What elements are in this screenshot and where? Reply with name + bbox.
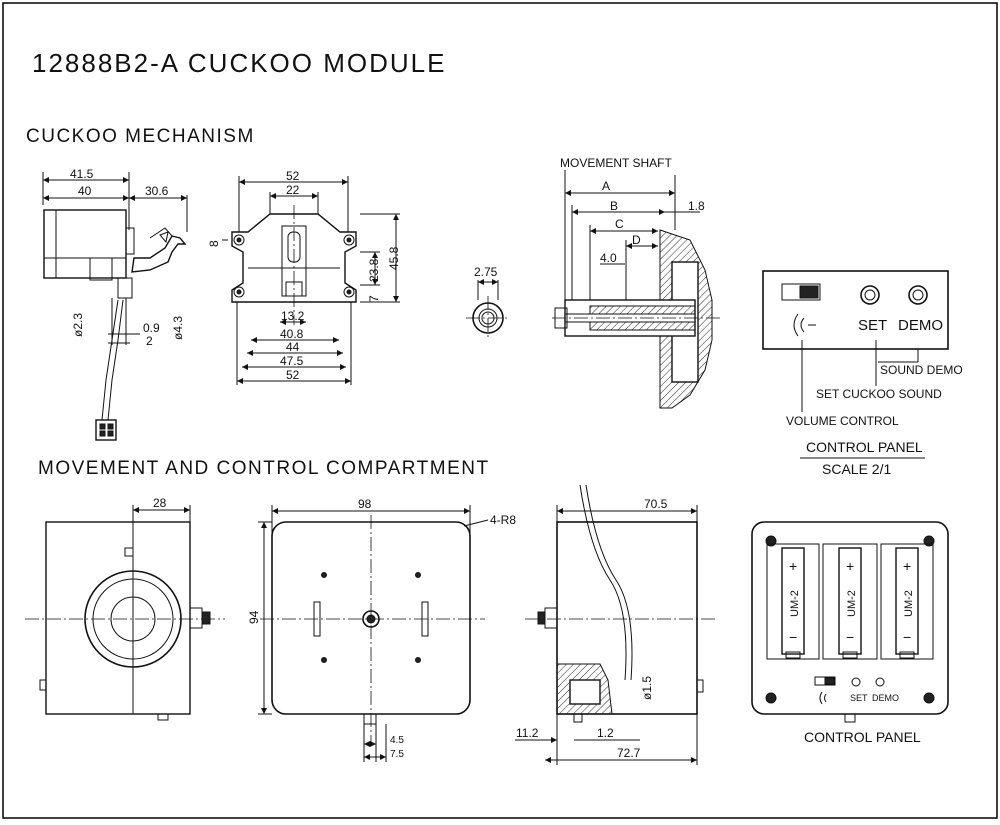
dim-70-5: 70.5 <box>644 497 668 511</box>
cp-set-label: SET <box>858 317 887 334</box>
cp-caption: CONTROL PANEL <box>806 439 923 455</box>
dim-13-2: 13.2 <box>281 309 305 323</box>
battery-caption: CONTROL PANEL <box>804 729 921 745</box>
dim-45-8: 45.8 <box>387 246 401 270</box>
cell3-plus: + <box>903 558 911 574</box>
mini-volume-slider-icon <box>814 676 836 686</box>
cell1-label: UM-2 <box>789 590 801 617</box>
label-volume-control: VOLUME CONTROL <box>786 414 899 428</box>
mini-demo-button-icon <box>875 677 885 687</box>
cell3-minus: − <box>903 629 911 645</box>
sound-waves-icon <box>793 313 799 337</box>
mini-sound-waves-icon <box>819 691 823 705</box>
mechanism-front-view: 52 22 8 23.8 45.8 7 13.2 40.8 44 4 <box>207 169 401 385</box>
dim-98: 98 <box>358 497 372 511</box>
shaft-d: D <box>632 233 641 247</box>
movement-shaft-section: MOVEMENT SHAFT A B 1.8 C D 4.0 <box>552 156 720 409</box>
control-panel-detail: SET DEMO SOUND DEMO SET CUCKOO SOUND VOL… <box>762 270 963 477</box>
dim-2: 2 <box>146 334 153 348</box>
shaft-c: C <box>615 217 624 231</box>
dim-30-6: 30.6 <box>145 184 169 198</box>
mini-demo-label: DEMO <box>872 693 899 703</box>
dim-28: 28 <box>153 496 167 510</box>
dim-72-7: 72.7 <box>617 746 641 760</box>
dim-7: 7 <box>367 295 381 302</box>
volume-slider-icon <box>781 283 821 301</box>
cell1-plus: + <box>789 558 797 574</box>
battery-compartment-view: + + + UM-2 UM-2 UM-2 − − − SET DEMO CONT… <box>751 521 949 745</box>
compartment-side-view: 28 <box>25 496 225 721</box>
dim-8: 8 <box>207 240 221 247</box>
dim-0-9: 0.9 <box>143 321 160 335</box>
cp-demo-label: DEMO <box>898 317 943 334</box>
dim-d2-3: ø2.3 <box>71 313 85 337</box>
dim-d4-3: ø4.3 <box>171 316 185 340</box>
drawing-title: 12888B2-A CUCKOO MODULE <box>32 48 446 78</box>
label-set-cuckoo: SET CUCKOO SOUND <box>816 387 942 401</box>
shaft-1-8: 1.8 <box>688 199 705 213</box>
section-title-compartment: MOVEMENT AND CONTROL COMPARTMENT <box>38 458 490 479</box>
dim-44: 44 <box>286 340 300 354</box>
demo-button-icon <box>908 285 928 305</box>
dim-40-8: 40.8 <box>280 327 304 341</box>
dim-22: 22 <box>286 183 300 197</box>
set-button-icon <box>860 285 880 305</box>
cell1-minus: − <box>789 629 797 645</box>
label-sound-demo: SOUND DEMO <box>880 363 963 377</box>
dim-41-5: 41.5 <box>70 167 94 181</box>
dim-40: 40 <box>78 184 92 198</box>
mechanism-side-view: 41.5 40 30.6 ø2.3 0.9 2 ø4.3 <box>42 167 188 441</box>
shaft-b: B <box>610 199 618 213</box>
cell2-minus: − <box>846 629 854 645</box>
dim-11-2: 11.2 <box>516 726 539 740</box>
cell3-label: UM-2 <box>903 590 915 617</box>
dim-7-5: 7.5 <box>390 749 404 760</box>
shaft-end-view: 2.75 <box>466 265 510 340</box>
shaft-label: MOVEMENT SHAFT <box>560 156 672 170</box>
dim-d1-5: ø1.5 <box>640 676 654 700</box>
shaft-4-0: 4.0 <box>600 251 617 265</box>
shaft-a: A <box>602 179 610 193</box>
dim-1-2: 1.2 <box>597 726 614 740</box>
compartment-front-view: 98 4-R8 94 4.5 7.5 <box>247 497 516 762</box>
section-title-mechanism: CUCKOO MECHANISM <box>26 126 255 147</box>
mini-set-label: SET <box>850 693 868 703</box>
dim-23-8: 23.8 <box>367 258 381 282</box>
dim-4-5: 4.5 <box>390 735 404 746</box>
dim-94: 94 <box>247 610 261 624</box>
dim-52-top: 52 <box>286 169 300 183</box>
dim-52-bottom: 52 <box>286 368 300 382</box>
mini-set-button-icon <box>851 677 861 687</box>
dim-4-r8: 4-R8 <box>490 513 516 527</box>
cp-scale: SCALE 2/1 <box>822 461 891 477</box>
dim-47-5: 47.5 <box>280 354 304 368</box>
dim-2-75: 2.75 <box>474 265 498 279</box>
cell2-label: UM-2 <box>846 590 858 617</box>
compartment-right-view: 70.5 ø1.5 11.2 1.2 72.7 <box>515 484 715 765</box>
cell2-plus: + <box>846 558 854 574</box>
